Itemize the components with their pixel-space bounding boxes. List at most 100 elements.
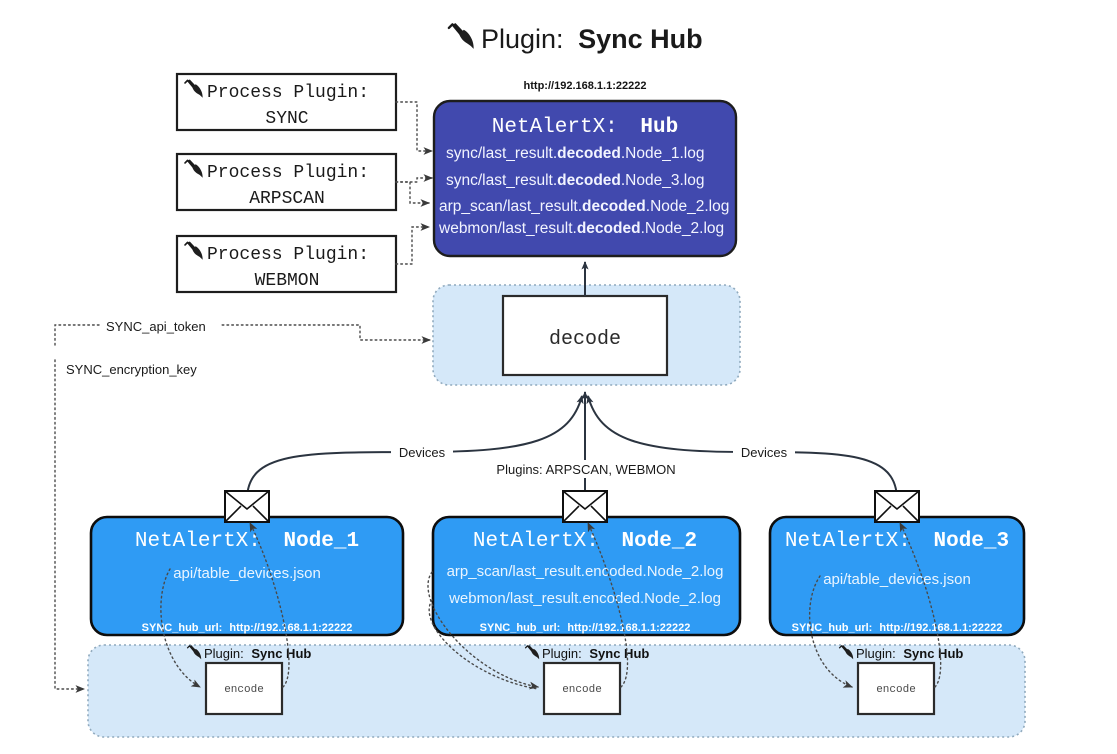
plugin-label-name: Sync Hub (251, 646, 311, 661)
node-3[interactable]: NetAlertX: Node_3 api/table_devices.json… (768, 490, 1026, 637)
edge-label-bg (391, 443, 453, 461)
process-plugin-name: WEBMON (255, 271, 320, 291)
process-plugin-header: Process Plugin: (207, 83, 369, 103)
encode-instance-3[interactable]: Plugin: Sync Hub encode (838, 644, 964, 716)
hub-file-mid: decoded (577, 220, 641, 237)
edge-label-bg (733, 443, 795, 461)
sync-hub-plugin-label: Plugin: Sync Hub (856, 646, 963, 661)
node-footer-value: http://192.168.1.1:22222 (229, 622, 352, 634)
envelope-icon (562, 490, 608, 523)
hub-file-post: .Node_3.log (621, 172, 705, 189)
node-title-prefix: NetAlertX: (785, 530, 911, 553)
node-title-name: Node_3 (934, 530, 1010, 553)
edge-sync-to-hub (395, 101, 433, 155)
envelope-icon (224, 490, 270, 523)
node-footer-value: http://192.168.1.1:22222 (567, 622, 690, 634)
hub-file-mid: decoded (557, 145, 621, 162)
sync-encryption-key-label: SYNC_encryption_key (66, 362, 197, 377)
hub-file-pre: sync/last_result. (446, 145, 557, 162)
plugin-to-hub-edges (395, 101, 433, 265)
node-footer-key: SYNC_hub_url: (142, 622, 223, 634)
plugin-label-prefix: Plugin: (542, 646, 582, 661)
sync-api-token-label: SYNC_api_token (106, 319, 206, 334)
page-title-prefix: Plugin: (481, 24, 564, 54)
page-title: Plugin: Sync Hub (447, 21, 703, 54)
node-2[interactable]: NetAlertX: Node_2 arp_scan/last_result.e… (431, 490, 742, 637)
node-file: webmon/last_result.encoded.Node_2.log (448, 590, 721, 607)
node-title-name: Node_1 (284, 530, 360, 553)
node-title: NetAlertX: Node_2 (473, 530, 697, 553)
hub-file-post: .Node_1.log (621, 145, 705, 162)
hub-file-pre: webmon/last_result. (438, 220, 577, 237)
hub-file-pre: sync/last_result. (446, 172, 557, 189)
node-1[interactable]: NetAlertX: Node_1 api/table_devices.json… (89, 490, 405, 637)
process-plugin-header: Process Plugin: (207, 245, 369, 265)
envelope-icon (874, 490, 920, 523)
encode-instance-2[interactable]: Plugin: Sync Hub encode (524, 644, 650, 716)
decode-label: decode (549, 328, 621, 351)
node-title: NetAlertX: Node_3 (785, 530, 1009, 553)
process-plugin-box[interactable] (175, 234, 398, 294)
node-footer-key: SYNC_hub_url: (792, 622, 873, 634)
encode-label: encode (562, 684, 602, 696)
hub-file-post: .Node_2.log (641, 220, 725, 237)
node-file: api/table_devices.json (823, 571, 971, 588)
edge-arpscan-to-hub (395, 181, 430, 207)
decode-process[interactable]: decode (501, 294, 669, 377)
edge-encode-to-node3-envelope (899, 522, 942, 688)
edge-label-bg (500, 460, 672, 478)
process-plugin-name: ARPSCAN (249, 189, 325, 209)
encode-label: encode (224, 684, 264, 696)
node-title-prefix: NetAlertX: (473, 530, 599, 553)
node-footer: SYNC_hub_url: http://192.168.1.1:22222 (792, 622, 1003, 634)
decode-box[interactable] (501, 294, 669, 377)
node-file: api/table_devices.json (173, 565, 321, 582)
secrets-edges: SYNC_api_token SYNC_encryption_key (54, 315, 431, 693)
encode-instance-1[interactable]: Plugin: Sync Hub encode (186, 644, 312, 716)
hub-file-mid: decoded (557, 172, 621, 189)
devices-left-label: Devices (399, 445, 446, 460)
sync-hub-plugin-label: Plugin: Sync Hub (542, 646, 649, 661)
node-title-name: Node_2 (622, 530, 698, 553)
process-plugin-name: SYNC (265, 109, 308, 129)
devices-right-label: Devices (741, 445, 788, 460)
hub-title-name: Hub (640, 116, 678, 139)
encode-box[interactable] (204, 661, 284, 716)
secret-label-bg (62, 358, 227, 377)
process-plugin-arpscan[interactable]: Process Plugin: ARPSCAN (175, 152, 398, 212)
node-encode-edges (160, 522, 942, 690)
process-plugin-box[interactable] (175, 152, 398, 212)
edge-node2-to-encode-2 (428, 599, 539, 690)
encode-box[interactable] (856, 661, 936, 716)
hub-title: NetAlertX: Hub (492, 116, 678, 139)
process-plugin-box[interactable] (175, 72, 398, 132)
process-plugin-webmon[interactable]: Process Plugin: WEBMON (175, 234, 398, 294)
node-title: NetAlertX: Node_1 (135, 530, 359, 553)
hub-file-row: sync/last_result.decoded.Node_1.log (446, 145, 704, 162)
process-plugin-header: Process Plugin: (207, 163, 369, 183)
sync-hub-plugin-label: Plugin: Sync Hub (204, 646, 311, 661)
plug-icon (447, 21, 475, 51)
page-title-name: Sync Hub (578, 24, 703, 54)
hub-node[interactable]: NetAlertX: Hub sync/last_result.decoded.… (432, 99, 738, 258)
node-footer-value: http://192.168.1.1:22222 (879, 622, 1002, 634)
plugin-label-prefix: Plugin: (204, 646, 244, 661)
hub-file-row: webmon/last_result.decoded.Node_2.log (438, 220, 724, 237)
hub-file-post: .Node_2.log (646, 198, 730, 215)
hub-file-mid: decoded (582, 198, 646, 215)
plugin-label-name: Sync Hub (589, 646, 649, 661)
node-footer: SYNC_hub_url: http://192.168.1.1:22222 (480, 622, 691, 634)
node-file: arp_scan/last_result.encoded.Node_2.log (447, 563, 724, 580)
encode-label: encode (876, 684, 916, 696)
edge-encode-to-node2-envelope (587, 522, 629, 688)
plugin-label-prefix: Plugin: (856, 646, 896, 661)
process-plugin-sync[interactable]: Process Plugin: SYNC (175, 72, 398, 132)
hub-box[interactable] (432, 99, 738, 258)
edge-node1-to-encode (160, 568, 201, 688)
plugins-center-label: Plugins: ARPSCAN, WEBMON (496, 462, 675, 477)
secret-label-bg (100, 315, 220, 334)
encode-box[interactable] (542, 661, 622, 716)
hub-file-row: arp_scan/last_result.decoded.Node_2.log (439, 198, 729, 215)
hub-url-label: http://192.168.1.1:22222 (524, 80, 647, 92)
